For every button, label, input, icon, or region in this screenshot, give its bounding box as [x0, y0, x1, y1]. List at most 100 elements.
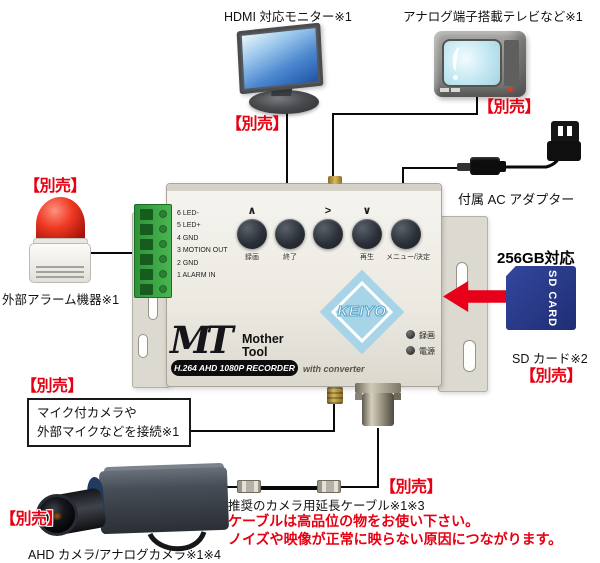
monitor-screen — [241, 28, 319, 89]
camera-label: AHD カメラ/アナログカメラ※1※4 — [28, 548, 221, 562]
camera-lens-glint — [52, 512, 62, 520]
power-cable-line — [402, 167, 459, 186]
sd-sold-separately-tag: 【別売】 — [520, 368, 583, 385]
tv-cable-line — [332, 96, 478, 180]
terminal-slot — [140, 239, 153, 250]
sd-card-icon — [506, 266, 576, 330]
record-led-label: 録画 — [419, 331, 435, 340]
terminal-slot — [140, 269, 153, 280]
record-button-label: 録画 — [245, 254, 259, 261]
terminal-screw — [159, 285, 167, 293]
menu-button-label: メニュー/決定 — [386, 254, 430, 261]
tv-screen — [442, 39, 502, 87]
menu-button — [391, 219, 421, 249]
cable-connector — [237, 480, 261, 493]
brand-tool: Tool — [242, 345, 268, 359]
mic-cable-line — [191, 404, 335, 432]
cable-label: 推奨のカメラ用延長ケーブル※1※3 — [228, 499, 425, 513]
model-suffix: with converter — [303, 364, 365, 374]
menu-button-group: メニュー/決定 — [386, 206, 430, 266]
right-arrow-glyph: > — [324, 205, 332, 217]
alarm-sold-separately-tag: 【別売】 — [24, 178, 87, 195]
dc-plug-tip — [457, 163, 471, 171]
mic-sold-separately-tag: 【別売】 — [21, 378, 84, 395]
up-arrow-glyph: ∧ — [247, 205, 257, 217]
recorder-top-edge — [167, 184, 441, 191]
bnc-lug — [394, 393, 401, 400]
wall-plug-prong-slot — [558, 126, 563, 136]
terminal-slot — [140, 209, 153, 220]
ac-adapter-label: 付属 AC アダプター — [458, 192, 575, 207]
screw-hole — [463, 340, 476, 372]
camera-lens — [36, 494, 78, 536]
terminal-screw — [159, 225, 167, 233]
mic-note-line1: マイク付カメラや — [37, 406, 137, 420]
tv-label: アナログ端子搭載テレビなど※1 — [403, 10, 583, 24]
monitor-label: HDMI 対応モニター※1 — [224, 10, 352, 24]
sd-card-label: SD カード※2 — [512, 352, 588, 366]
recorder-device — [166, 183, 442, 387]
power-led-label: 電源 — [419, 347, 435, 356]
bnc-connector — [362, 393, 394, 426]
tv-power-led — [508, 87, 513, 92]
cable-connector — [317, 480, 341, 493]
ac-adapter-body — [547, 141, 581, 161]
wall-plug-prong-slot — [567, 126, 572, 136]
record-led — [406, 330, 415, 339]
play-button-label: 再生 — [360, 254, 374, 261]
wall-plug-icon — [551, 121, 579, 143]
play-button-group: ∨ 再生 — [347, 206, 387, 266]
cable-sold-separately-tag: 【別売】 — [380, 479, 443, 496]
monitor-sold-separately-tag: 【別売】 — [226, 116, 289, 133]
terminal-slot — [140, 224, 153, 235]
power-led — [406, 346, 415, 355]
alarm-vent — [36, 276, 84, 278]
cable-warning-line2: ノイズや映像が正常に映らない原因につながります。 — [228, 531, 563, 547]
stop-button-group: 終了 — [270, 206, 310, 266]
alarm-beacon-icon — [36, 197, 85, 242]
record-button — [237, 219, 267, 249]
screw-hole — [138, 334, 148, 358]
brand-mother: Mother — [242, 332, 284, 346]
mic-note-line2: 外部マイクなどを接続※1 — [37, 425, 180, 439]
camera-pigtail-wire — [147, 530, 207, 552]
sd-capacity-label: 256GB対応 — [497, 250, 575, 267]
mt-logo: MT — [170, 318, 233, 362]
dc-plug-barrel — [470, 157, 500, 175]
arrow-slot — [270, 206, 310, 219]
alarm-vent — [36, 266, 84, 268]
pin-label: 6 LED- — [177, 210, 199, 217]
stop-button — [275, 219, 305, 249]
bnc-connector-flange — [355, 383, 401, 393]
tv-button — [451, 88, 460, 92]
terminal-screw — [159, 240, 167, 248]
sd-card-text: SD CARD — [546, 270, 558, 328]
model-badge: H.264 AHD 1080P RECORDER — [171, 360, 298, 376]
mic-note-box: マイク付カメラや 外部マイクなどを接続※1 — [27, 398, 191, 447]
arrow-slot — [386, 206, 426, 219]
pin-label: 4 GND — [177, 234, 199, 242]
pin-label: 3 MOTION OUT — [177, 247, 228, 255]
pin-label: 2 GND — [177, 259, 199, 267]
pin-label: 5 LED+ — [177, 222, 201, 230]
cable-warning-line1: ケーブルは高品位の物をお使い下さい。 — [228, 513, 480, 529]
camera-cable-line — [219, 428, 379, 488]
keiyo-logo: KEIYO — [337, 303, 387, 321]
terminal-screw — [159, 210, 167, 218]
camera-icon — [98, 466, 230, 535]
terminal-screw — [159, 255, 167, 263]
right-button-group: > — [308, 206, 348, 266]
video-in-jack — [328, 176, 342, 184]
tv-side-panel — [504, 40, 519, 86]
monitor-icon — [236, 22, 324, 95]
audio-in-jack — [327, 387, 343, 404]
dc-plug-boot — [498, 161, 506, 172]
bnc-lug — [355, 393, 362, 400]
down-arrow-glyph: ∨ — [362, 205, 372, 217]
terminal-slot — [140, 284, 153, 295]
alarm-label: 外部アラーム機器※1 — [2, 293, 120, 307]
right-button — [313, 219, 343, 249]
tv-sold-separately-tag: 【別売】 — [478, 99, 541, 116]
